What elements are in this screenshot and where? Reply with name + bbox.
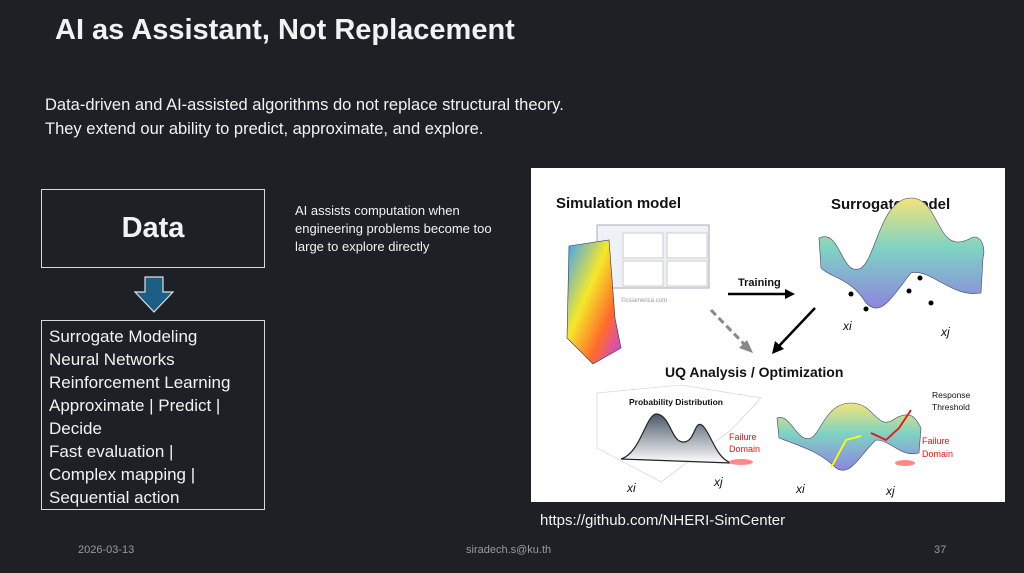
page-number: 37	[934, 544, 947, 556]
failure-label-2: Domain	[729, 444, 760, 454]
down-arrow-icon	[133, 276, 175, 313]
list-item: Sequential action	[49, 488, 180, 507]
subtitle-line: Data-driven and AI-assisted algorithms d…	[45, 96, 564, 114]
surrogate-surface-plot: xi xj	[818, 197, 985, 339]
list-item: Neural Networks	[49, 350, 175, 369]
footer-email: siradech.s@ku.th	[466, 544, 552, 556]
list-item: Decide	[49, 419, 102, 438]
failure-label-1: Failure	[922, 436, 950, 446]
list-item: Fast evaluation |	[49, 442, 174, 461]
probability-distribution-plot: Probability Distribution Failure Domain …	[596, 384, 762, 495]
list-item: Surrogate Modeling	[49, 327, 198, 346]
dashed-arrow-icon	[709, 308, 753, 353]
axis-xj: xj	[713, 475, 723, 489]
simulation-title: Simulation model	[556, 195, 681, 212]
axis-xi: xi	[626, 481, 636, 495]
subtitle-line: They extend our ability to predict, appr…	[45, 120, 484, 138]
source-link[interactable]: https://github.com/NHERI-SimCenter	[540, 512, 786, 529]
response-label-1: Response	[932, 390, 971, 400]
list-item: Reinforcement Learning	[49, 373, 231, 392]
response-label-2: Threshold	[932, 402, 970, 412]
training-label: Training	[738, 277, 781, 289]
failure-label-2: Domain	[922, 449, 953, 459]
slide-subtitle: Data-driven and AI-assisted algorithms d…	[45, 93, 564, 141]
surrogate-arrow-icon	[772, 307, 816, 354]
slide-title: AI as Assistant, Not Replacement	[55, 14, 515, 46]
data-box: Data	[41, 189, 265, 268]
probability-label: Probability Distribution	[629, 397, 723, 407]
axis-xi: xi	[842, 319, 852, 333]
uq-title: UQ Analysis / Optimization	[665, 364, 843, 380]
training-arrow-icon	[728, 289, 795, 299]
data-label: Data	[121, 212, 185, 244]
axis-xi: xi	[795, 482, 805, 496]
methods-list: Surrogate Modeling Neural Networks Reinf…	[41, 320, 265, 510]
optimization-surface-plot: Response Threshold Failure Domain xi xj	[776, 390, 971, 498]
list-item: Complex mapping |	[49, 465, 196, 484]
image-credit: ©csiamerica.com	[621, 297, 667, 304]
note-text: AI assists computation when engineering …	[295, 203, 492, 254]
list-item: Approximate | Predict |	[49, 396, 221, 415]
surrogate-workflow-figure: Simulation model Surrogate model ©csiame…	[531, 168, 1005, 502]
failure-label-1: Failure	[729, 432, 757, 442]
axis-xj: xj	[940, 325, 950, 339]
axis-xj: xj	[885, 484, 895, 498]
footer-date: 2026-03-13	[78, 544, 135, 556]
building-model-image	[566, 224, 710, 365]
